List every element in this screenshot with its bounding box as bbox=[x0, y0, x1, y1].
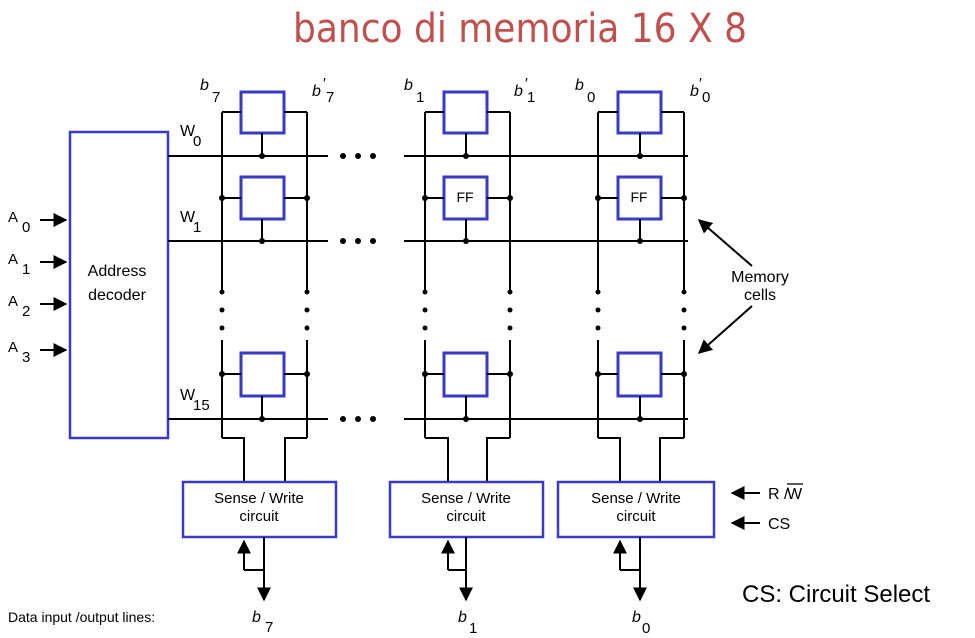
svg-text:7: 7 bbox=[212, 89, 220, 106]
svg-text:CS: CS bbox=[768, 516, 790, 533]
data-io-b7 bbox=[237, 537, 271, 602]
svg-text:1: 1 bbox=[527, 89, 535, 106]
data-output-label-b0: b 0 bbox=[632, 609, 650, 637]
cs-legend: CS: Circuit Select bbox=[742, 581, 930, 608]
svg-text:circuit: circuit bbox=[239, 508, 279, 525]
svg-text:1: 1 bbox=[469, 620, 477, 637]
bit-line-ellipsis-dots bbox=[219, 289, 687, 331]
address-input-a1: A 1 bbox=[8, 251, 68, 278]
svg-text:W: W bbox=[787, 486, 803, 503]
svg-text:1: 1 bbox=[416, 89, 424, 106]
svg-text:A: A bbox=[8, 251, 18, 268]
svg-text:b: b bbox=[312, 83, 321, 100]
svg-text:′: ′ bbox=[699, 75, 702, 92]
svg-text:b: b bbox=[514, 83, 523, 100]
word-line-label-w15: W 15 bbox=[180, 387, 210, 414]
memory-cell-w0-b1 bbox=[425, 90, 510, 159]
svg-text:Sense / Write: Sense / Write bbox=[214, 490, 304, 507]
memory-cells-annotation: Memory cells bbox=[697, 219, 789, 354]
bit-line-labels: b 7 b ′ 7 b 1 b ′ 1 b 0 b ′ 0 bbox=[200, 75, 710, 106]
svg-text:1: 1 bbox=[193, 219, 201, 236]
decoder-label-line1: Address bbox=[88, 263, 147, 280]
word-line-label-w1: W 1 bbox=[180, 209, 201, 236]
memory-cell-w1-b1: FF bbox=[422, 175, 513, 244]
word-line-label-w0: W 0 bbox=[180, 123, 201, 150]
svg-text:A: A bbox=[8, 339, 18, 356]
svg-text:b: b bbox=[690, 83, 699, 100]
memory-cell-w1-b0: FF bbox=[595, 175, 687, 244]
ff-label: FF bbox=[630, 189, 647, 205]
bit-line-connectors bbox=[222, 437, 684, 482]
svg-text:b: b bbox=[200, 77, 209, 94]
address-input-a0: A 0 bbox=[8, 209, 68, 236]
svg-text:7: 7 bbox=[265, 619, 273, 636]
svg-text:15: 15 bbox=[193, 397, 210, 414]
svg-text:0: 0 bbox=[22, 219, 30, 236]
word-line-ellipsis-dots bbox=[340, 153, 376, 422]
svg-text:R /: R / bbox=[768, 486, 789, 503]
address-input-a2: A 2 bbox=[8, 293, 68, 320]
svg-text:Memory: Memory bbox=[731, 269, 789, 286]
svg-text:W: W bbox=[180, 123, 196, 140]
data-lines-label: Data input /output lines: bbox=[8, 609, 155, 625]
svg-text:circuit: circuit bbox=[616, 508, 656, 525]
svg-text:W: W bbox=[180, 387, 196, 404]
svg-text:1: 1 bbox=[22, 261, 30, 278]
svg-text:0: 0 bbox=[642, 620, 650, 637]
memory-cell-w0-b0 bbox=[598, 90, 684, 159]
svg-text:b: b bbox=[575, 77, 584, 94]
decoder-label-line2: decoder bbox=[88, 287, 146, 304]
data-io-b1 bbox=[441, 537, 473, 602]
svg-text:3: 3 bbox=[22, 349, 30, 366]
svg-text:W: W bbox=[180, 209, 196, 226]
svg-text:cells: cells bbox=[744, 287, 776, 304]
svg-text:0: 0 bbox=[702, 89, 710, 106]
address-decoder-box bbox=[68, 130, 170, 440]
svg-text:Sense / Write: Sense / Write bbox=[421, 490, 511, 507]
address-input-a3: A 3 bbox=[8, 339, 68, 366]
data-output-label-b1: b 1 bbox=[458, 609, 477, 637]
svg-text:A: A bbox=[8, 209, 18, 226]
svg-text:′: ′ bbox=[525, 75, 528, 92]
page-title: banco di memoria 16 X 8 bbox=[293, 6, 747, 52]
svg-text:′: ′ bbox=[323, 75, 326, 92]
svg-text:0: 0 bbox=[193, 133, 201, 150]
control-rw-input: R / W bbox=[730, 483, 803, 503]
memory-cell-w15-b7 bbox=[219, 351, 310, 422]
memory-cell-w15-b0 bbox=[595, 351, 687, 422]
memory-cell-w0-b7 bbox=[222, 90, 307, 159]
memory-cell-w1-b7 bbox=[219, 175, 310, 244]
svg-text:7: 7 bbox=[326, 89, 334, 106]
svg-text:2: 2 bbox=[22, 303, 30, 320]
svg-text:b: b bbox=[458, 609, 467, 626]
svg-text:b: b bbox=[252, 609, 261, 626]
svg-text:b: b bbox=[632, 609, 641, 626]
data-output-label-b7: b 7 bbox=[252, 609, 273, 636]
sense-write-circuit-b7: Sense / Write circuit bbox=[181, 480, 338, 539]
svg-text:Sense / Write: Sense / Write bbox=[591, 490, 681, 507]
svg-text:circuit: circuit bbox=[446, 508, 486, 525]
svg-text:A: A bbox=[8, 293, 18, 310]
sense-write-circuit-b0: Sense / Write circuit bbox=[556, 480, 716, 539]
svg-text:b: b bbox=[404, 77, 413, 94]
sense-write-circuit-b1: Sense / Write circuit bbox=[388, 480, 545, 539]
control-cs-input: CS bbox=[730, 516, 790, 533]
svg-text:0: 0 bbox=[587, 89, 595, 106]
ff-label: FF bbox=[456, 189, 473, 205]
data-io-b0 bbox=[613, 537, 647, 602]
memory-cell-w15-b1 bbox=[422, 351, 513, 422]
